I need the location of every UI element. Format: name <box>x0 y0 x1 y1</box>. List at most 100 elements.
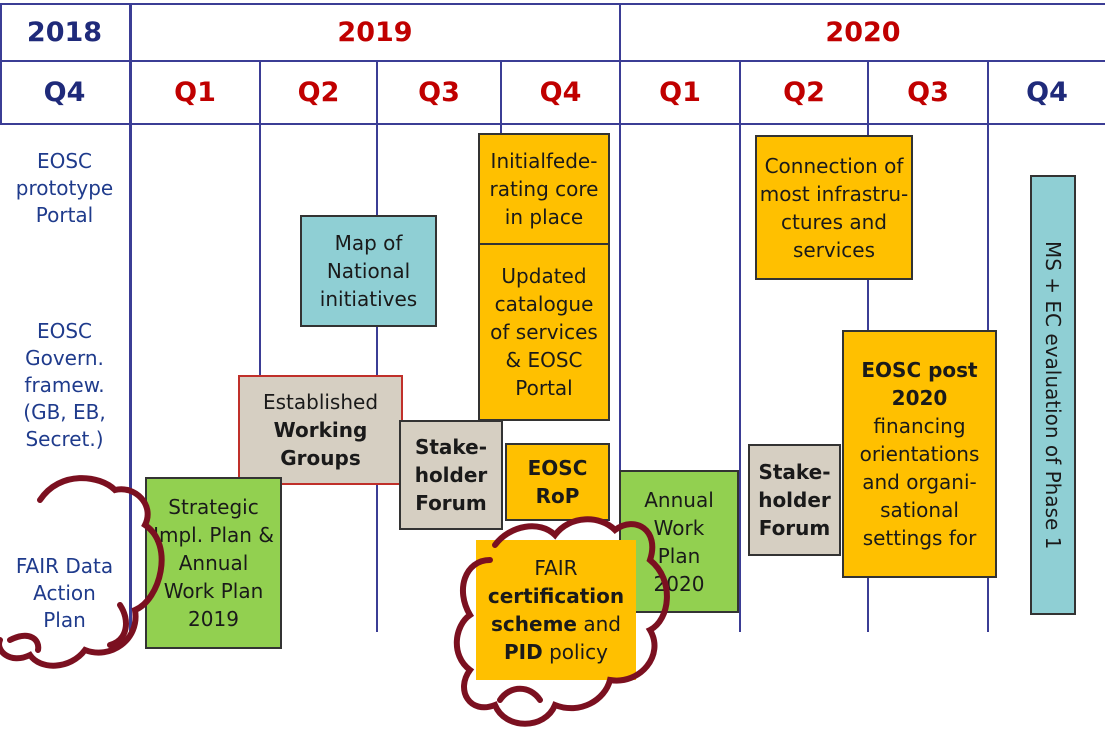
box-word: PID <box>504 640 543 664</box>
box-line: Updated <box>501 264 587 288</box>
connection-infrastructures-box: Connection of most infrastru- ctures and… <box>755 135 913 280</box>
ms-ec-evaluation-box: MS + EC evaluation of Phase 1 <box>1030 175 1076 615</box>
row-label-portal-line: Portal <box>35 203 94 227</box>
q2-q3-2019-line <box>376 60 378 632</box>
row-label-fair-data: FAIR Data Action Plan <box>0 553 129 634</box>
box-line: & EOSC <box>505 348 583 372</box>
box-line: services <box>792 237 876 262</box>
divider-2019-2020 <box>619 3 621 633</box>
cloud-left-lower-arc <box>7 632 42 653</box>
row-label-governance-line: Secret.) <box>25 427 104 451</box>
box-line: Groups <box>280 446 361 470</box>
box-word: and <box>583 612 621 636</box>
box-line: EOSC post <box>861 358 978 382</box>
row-label-governance: EOSC Govern. framew. (GB, EB, Secret.) <box>0 318 129 453</box>
box-line: Work <box>653 515 705 540</box>
q1-q2-2019-line <box>259 60 261 480</box>
box-line: PID policy <box>504 638 608 666</box>
row-label-governance-line: (GB, EB, <box>23 400 106 424</box>
q1-q2-2020-line <box>739 60 741 632</box>
cloud-center-outline <box>453 516 670 727</box>
quarter-2020-q3: Q3 <box>907 77 949 108</box>
box-line: ctures and <box>780 209 887 234</box>
stakeholder-forum-2020-box: Stake- holder Forum <box>748 444 841 556</box>
year-2018: 2018 <box>26 17 103 48</box>
box-line: Map of <box>334 231 403 255</box>
box-line: holder <box>758 488 831 512</box>
box-line: Established <box>262 390 379 414</box>
row-label-fair-line: Plan <box>43 608 86 632</box>
box-line: Work Plan <box>163 579 264 603</box>
box-line: Connection of <box>764 153 904 178</box>
annual-work-plan-2020-box: Annual Work Plan 2020 <box>619 470 739 613</box>
box-line: initiatives <box>319 287 418 311</box>
quarter-2020-q4: Q4 <box>1026 77 1068 108</box>
row-label-governance-line: framew. <box>24 373 105 397</box>
quarter-2019-q3: Q3 <box>418 77 460 108</box>
fair-certification-box: FAIR certification scheme and PID policy <box>476 540 636 680</box>
box-line: Forum <box>415 491 487 515</box>
row-label-portal-line: EOSC <box>36 149 93 173</box>
box-line: catalogue <box>494 292 594 316</box>
cloud-left-outline <box>0 475 165 669</box>
box-line: Impl. Plan & <box>153 523 274 547</box>
ms-ec-evaluation-text: MS + EC evaluation of Phase 1 <box>1041 240 1065 550</box>
row-label-governance-line: Govern. <box>25 346 104 370</box>
row-label-fair-line: FAIR Data <box>15 554 114 578</box>
cloud-left-right-arc <box>107 602 129 648</box>
box-line: FAIR <box>534 556 578 580</box>
header-top-line <box>0 3 1105 5</box>
row-label-fair-line: Action <box>33 581 96 605</box>
box-line: certification <box>487 584 625 608</box>
left-border-line <box>0 3 2 123</box>
box-line: most infrastru- <box>759 181 909 206</box>
box-line: of services <box>490 320 598 344</box>
map-national-initiatives-box: Map of National initiatives <box>300 215 437 327</box>
box-line: Annual <box>178 551 249 575</box>
box-line: financing <box>873 414 966 438</box>
row-label-portal: EOSC prototype Portal <box>0 148 129 229</box>
box-word: scheme <box>491 612 577 636</box>
eosc-post-2020-box: EOSC post 2020 financing orientations an… <box>842 330 997 578</box>
quarter-2018-q4: Q4 <box>43 77 86 108</box>
header-bottom-line <box>0 123 1105 125</box>
box-line: 2019 <box>188 607 239 631</box>
row-label-governance-line: EOSC <box>36 319 93 343</box>
box-line: orientations <box>859 442 980 466</box>
box-line: sational <box>880 498 959 522</box>
eosc-rop-box: EOSC RoP <box>505 443 610 521</box>
established-working-groups-box: Established Working Groups <box>238 375 403 485</box>
box-line: Stake- <box>414 435 488 459</box>
box-line: National <box>326 259 411 283</box>
box-line: settings for <box>862 526 977 550</box>
strategic-impl-plan-box: Strategic Impl. Plan & Annual Work Plan … <box>145 477 282 649</box>
cloud-center-lower-arc <box>497 685 543 703</box>
box-line: EOSC <box>527 456 588 480</box>
year-2020: 2020 <box>825 17 901 48</box>
divider-2018-2019 <box>129 3 132 633</box>
updated-catalogue-box: Updated catalogue of services & EOSC Por… <box>478 243 610 421</box>
box-line: RoP <box>535 484 580 508</box>
year-2019: 2019 <box>337 17 413 48</box>
box-line: Portal <box>515 376 573 400</box>
quarter-2019-q1: Q1 <box>174 77 216 108</box>
box-line: rating core <box>489 177 599 201</box>
box-line: 2020 <box>891 386 948 410</box>
box-line: holder <box>414 463 488 487</box>
box-line: Initialfede- <box>490 149 598 173</box>
box-line: Strategic <box>168 495 259 519</box>
box-line: and organi- <box>862 470 977 494</box>
quarter-2020-q1: Q1 <box>659 77 701 108</box>
box-line: Working <box>273 418 368 442</box>
row-label-portal-line: prototype <box>15 176 114 200</box>
box-word: policy <box>549 640 608 664</box>
box-line: Annual <box>644 487 714 512</box>
stakeholder-forum-2019-box: Stake- holder Forum <box>399 420 503 530</box>
box-line: in place <box>504 205 584 229</box>
header-mid-line <box>0 60 1105 62</box>
quarter-2019-q4: Q4 <box>539 77 582 108</box>
box-line: scheme and <box>491 610 621 638</box>
box-line: Stake- <box>758 460 831 484</box>
box-line: Plan <box>657 543 701 568</box>
